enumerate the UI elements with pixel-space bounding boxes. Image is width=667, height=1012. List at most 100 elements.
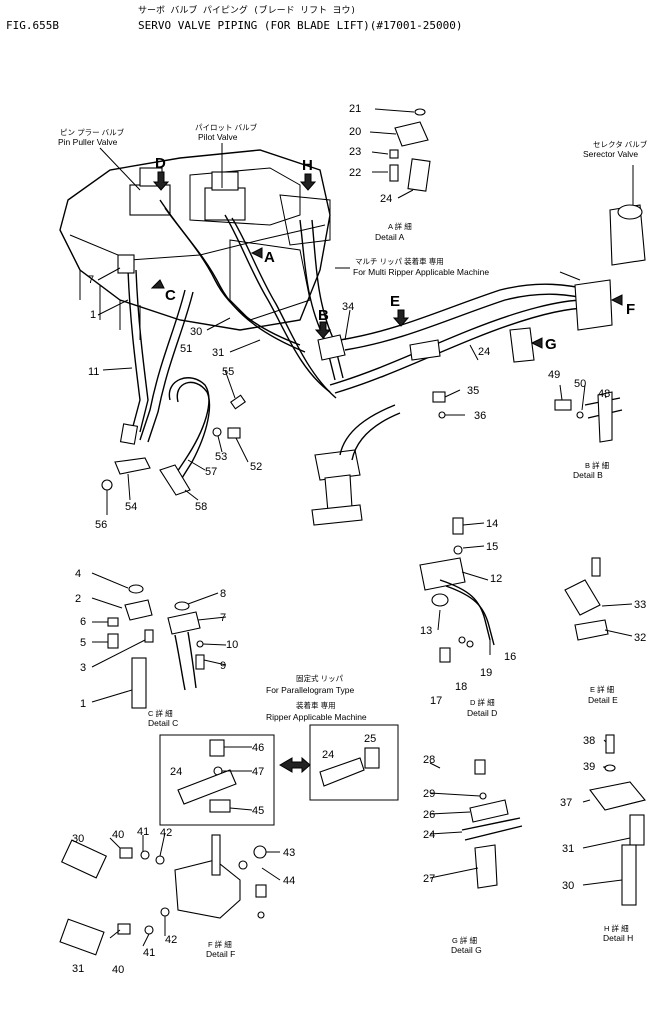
callout-4: 4 [75,568,81,580]
detail-c-caption: Detail C [148,718,178,728]
callout-40-a: 40 [112,829,124,841]
callout-12: 12 [490,573,502,585]
callout-1-detail: 1 [80,698,86,710]
callout-24-g: 24 [423,829,435,841]
callout-42-a: 42 [160,827,172,839]
detail-h: H 詳 細 Detail H [589,734,646,943]
callout-18: 18 [455,681,467,693]
callout-29: 29 [423,788,435,800]
view-arrow-g: G [545,336,557,353]
callout-41-a: 41 [137,826,149,838]
svg-text:固定式 リッパ: 固定式 リッパ [296,673,344,683]
callout-3: 3 [80,662,86,674]
view-arrow-a: A [264,249,275,266]
callout-10: 10 [226,639,238,651]
svg-text:装着車 専用: 装着車 専用 [296,700,336,710]
callout-46: 46 [252,742,264,754]
pin-puller-label-jp: ピン プラー バルブ [60,127,125,137]
view-arrow-d: D [155,155,166,172]
callout-30-h: 30 [562,880,574,892]
main-assembly [59,149,646,526]
callout-24-a: 24 [380,193,392,205]
detail-f-caption: Detail F [206,949,235,959]
callout-16: 16 [504,651,516,663]
callout-11: 11 [88,366,99,378]
page-title: SERVO VALVE PIPING (FOR BLADE LIFT)(#170… [138,19,463,32]
callout-20: 20 [349,126,361,138]
callout-31-main: 31 [212,347,224,359]
detail-f-inset [159,724,399,826]
part-callouts: 21 20 23 22 24 7 1 11 30 31 51 34 24 55 … [72,103,646,976]
callout-30-main: 30 [190,326,202,338]
callout-45: 45 [252,805,264,817]
svg-text:A 詳 細: A 詳 細 [388,221,412,231]
multi-ripper-label: For Multi Ripper Applicable Machine [353,267,489,277]
ripper-label: Ripper Applicable Machine [266,712,367,722]
detail-g-caption: Detail G [451,945,482,955]
detail-b: B 詳 細 Detail B [554,391,623,480]
callout-23: 23 [349,146,361,158]
callout-58: 58 [195,501,207,513]
selector-label: Serector Valve [583,149,638,159]
view-arrow-b: B [318,307,329,324]
callout-43: 43 [283,847,295,859]
callout-24-main: 24 [478,346,490,358]
detail-g: G 詳 細 Detail G [451,759,523,955]
selector-label-jp: セレクタ バルブ [593,139,648,149]
pilot-label: Pilot Valve [198,132,238,142]
callout-49: 49 [548,369,560,381]
callout-57: 57 [205,466,217,478]
view-arrows: D H A C B E F G [150,155,635,353]
detail-d: D 詳 細 Detail D [419,517,497,718]
callout-33: 33 [634,599,646,611]
detail-a: A 詳 細 Detail A [375,108,431,242]
title-japanese: サーボ バルブ パイピング (ブレード リフト ヨウ) [138,6,356,16]
pin-puller-label: Pin Puller Valve [58,137,118,147]
callout-25: 25 [364,733,376,745]
callout-6: 6 [80,616,86,628]
view-arrow-f: F [626,301,635,318]
callout-56: 56 [95,519,107,531]
callout-14: 14 [486,518,498,530]
callout-22: 22 [349,167,361,179]
callout-36: 36 [474,410,486,422]
leader-lines [91,108,633,947]
detail-h-caption: Detail H [603,933,633,943]
callout-7-detail: 7 [220,612,226,624]
detail-c: C 詳 細 Detail C [107,584,205,728]
callout-37: 37 [560,797,572,809]
callout-24-ripper: 24 [322,749,334,761]
callout-53: 53 [215,451,227,463]
detail-e-caption: Detail E [588,695,618,705]
figure-number: FIG.655B [6,19,59,32]
callout-51: 51 [180,343,192,355]
svg-text:G 詳 細: G 詳 細 [452,935,477,945]
callout-1-main: 1 [90,309,96,321]
callout-19: 19 [480,667,492,679]
view-arrow-e: E [390,293,400,310]
callout-38: 38 [583,735,595,747]
multi-ripper-label-jp: マルチ リッパ 装着車 専用 [355,256,444,266]
callout-44: 44 [283,875,295,887]
svg-text:E 詳 細: E 詳 細 [590,684,614,694]
callout-7-main: 7 [88,274,94,286]
callout-2: 2 [75,593,81,605]
callout-35: 35 [467,385,479,397]
callout-54: 54 [125,501,137,513]
view-arrow-c: C [165,287,176,304]
pilot-label-jp: パイロット バルブ [195,122,258,132]
type-notes: 固定式 リッパ For Parallelogram Type 装着車 専用 Ri… [266,673,367,722]
callout-30-f: 30 [72,833,84,845]
parallelogram-label: For Parallelogram Type [266,685,354,695]
callout-27: 27 [423,873,435,885]
detail-e: E 詳 細 Detail E [564,557,618,705]
callout-31-h: 31 [562,843,574,855]
callout-50: 50 [574,378,586,390]
callout-26: 26 [423,809,435,821]
svg-text:H 詳 細: H 詳 細 [604,923,629,933]
callout-55: 55 [222,366,234,378]
callout-5: 5 [80,637,86,649]
callout-52: 52 [250,461,262,473]
callout-13: 13 [420,625,432,637]
